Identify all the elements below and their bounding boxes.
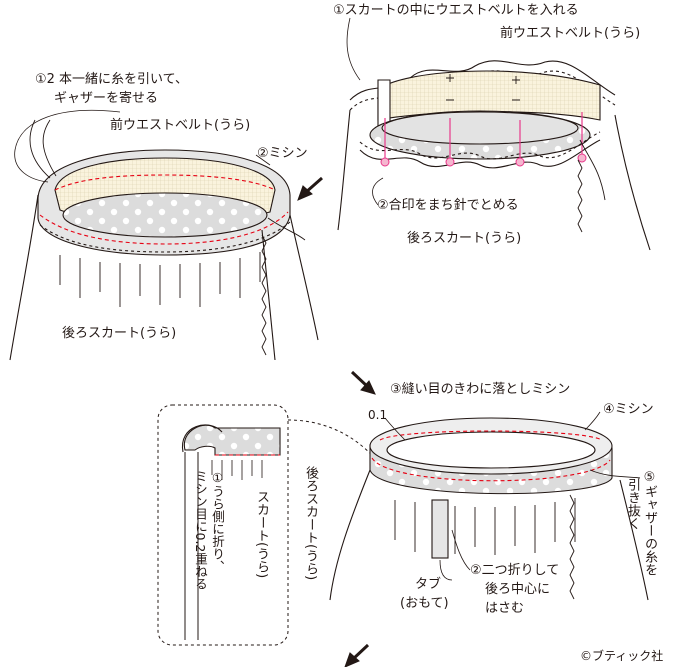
top-left-figure	[9, 109, 319, 361]
inset-box	[157, 404, 379, 646]
top-right-figure	[337, 17, 651, 251]
top-right-back-skirt-label: 後ろスカート(うら)	[407, 231, 522, 246]
top-right-step1-label: ①スカートの中にウエストベルトを入れる	[333, 3, 579, 18]
bottom-back-skirt-vertical-label: 後ろスカート(うら)	[303, 466, 318, 581]
bottom-tab-line1: タブ	[415, 577, 442, 592]
top-left-back-skirt-label: 後ろスカート(うら)	[62, 326, 177, 341]
top-left-front-belt-label: 前ウエストベルト(うら)	[110, 118, 251, 133]
bottom-step5-line2: 引き抜く	[625, 478, 640, 530]
bottom-tab-line2: (おもて)	[400, 596, 449, 611]
step-arrows	[297, 176, 376, 667]
top-left-step1-line2: ギャザーを寄せる	[54, 91, 159, 106]
bottom-step4-label: ④ミシン	[603, 402, 654, 417]
bottom-figure	[329, 411, 649, 601]
bottom-step5-line1: ⑤ギャザーの糸を	[642, 470, 657, 576]
top-right-step2-label: ②合印をまち針でとめる	[377, 198, 519, 213]
bottom-step2-line2: 後ろ中心に	[485, 582, 551, 597]
bottom-step2-line1: ②二つ折りして	[470, 563, 560, 578]
top-left-step1-line1: ①2 本一緒に糸を引いて、	[35, 72, 189, 87]
bottom-step3-label: ③縫い目のきわに落としミシン	[390, 382, 571, 397]
bottom-measure-label: 0.1	[368, 408, 388, 422]
top-left-step2-label: ②ミシン	[257, 146, 308, 161]
copyright-label: ©ブティック社	[580, 649, 664, 663]
inset-step1-vertical-label: ①うら側に折り、 ミシン目に0.2重ねる	[193, 470, 225, 590]
inset-skirt-vertical-label: スカート(うら)	[254, 490, 269, 579]
bottom-step2-line3: はさむ	[485, 601, 525, 616]
top-right-front-belt-label: 前ウエストベルト(うら)	[500, 26, 641, 41]
